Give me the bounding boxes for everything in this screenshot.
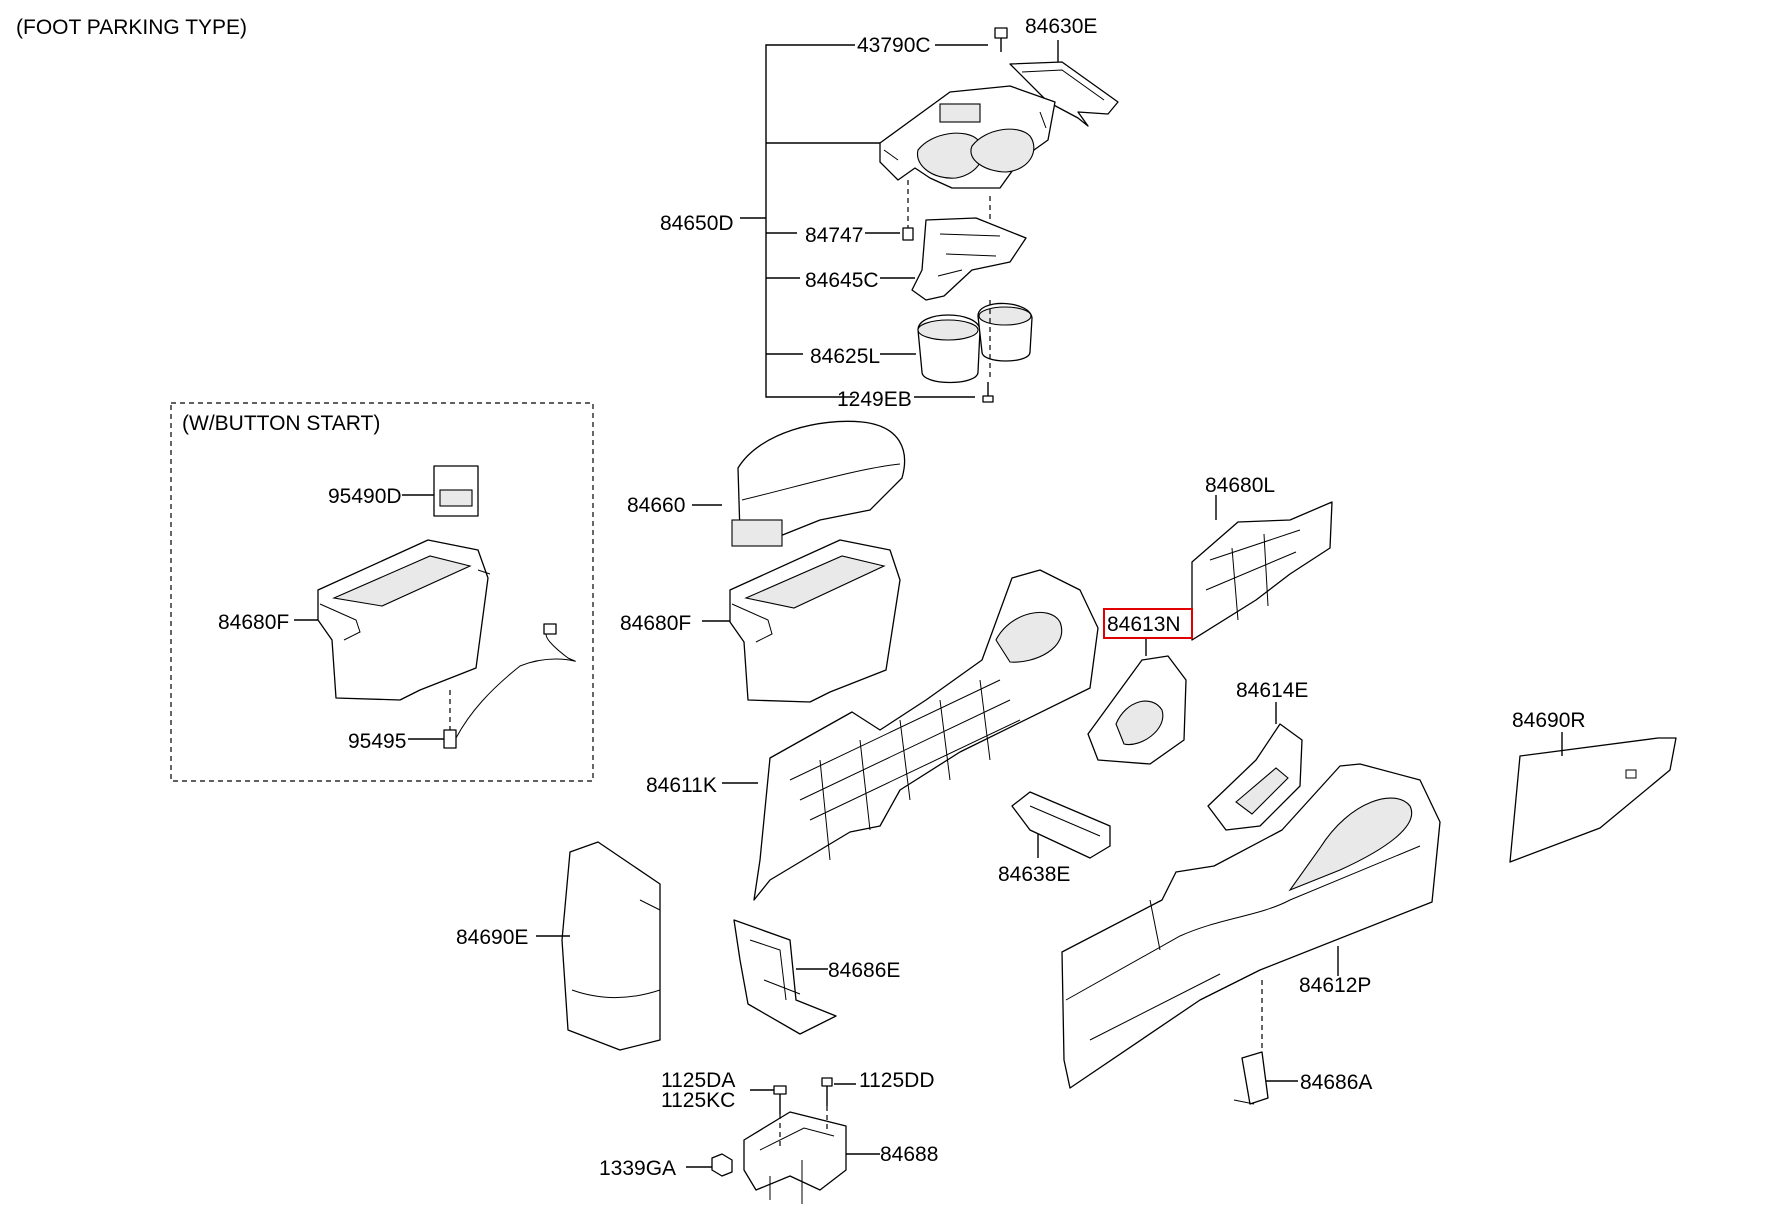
- label-84690E: 84690E: [456, 926, 528, 949]
- bracket-84686E: [733, 919, 837, 1035]
- clip-84747: [902, 180, 914, 241]
- label-84650D: 84650D: [660, 212, 734, 235]
- trim-84630E: [1009, 61, 1119, 127]
- bolt-1125DA: [773, 1085, 787, 1114]
- bracket-84686A: [1233, 1051, 1298, 1105]
- label-1249EB: 1249EB: [837, 388, 912, 411]
- label-84611K: 84611K: [646, 774, 717, 797]
- bracket-84645C: [911, 196, 1027, 301]
- label-84612P: 84612P: [1299, 974, 1371, 997]
- label-84690R: 84690R: [1512, 709, 1586, 732]
- label-95495: 95495: [348, 730, 406, 753]
- label-1125KC: 1125KC: [661, 1089, 735, 1112]
- label-84638E: 84638E: [998, 863, 1070, 886]
- label-84686A: 84686A: [1300, 1071, 1372, 1094]
- wire-95495: [408, 623, 576, 749]
- bracket-84614E: [1207, 702, 1303, 831]
- console-cover-84650D: [879, 85, 1056, 189]
- label-43790C: 43790C: [857, 34, 931, 57]
- screw-1125DD: [821, 1077, 856, 1106]
- knob-43790C: [994, 27, 1008, 52]
- button-start-inset-box: [170, 402, 594, 782]
- armrest-84660: [692, 420, 906, 547]
- trim-84680L: [1191, 495, 1333, 641]
- label-84680L: 84680L: [1205, 474, 1275, 497]
- diagram-title: (FOOT PARKING TYPE): [16, 16, 247, 39]
- inset-title: (W/BUTTON START): [182, 412, 380, 435]
- label-84680F-inset: 84680F: [218, 611, 289, 634]
- side-panel-84611K: [722, 569, 1099, 901]
- trim-84690R: [1509, 732, 1677, 863]
- label-84688: 84688: [880, 1143, 938, 1166]
- storage-box-84680F: [702, 539, 901, 703]
- label-84660: 84660: [627, 494, 685, 517]
- label-84686E: 84686E: [828, 959, 900, 982]
- label-84614E: 84614E: [1236, 679, 1308, 702]
- bracket-84613N: [1087, 638, 1187, 765]
- label-84613N: 84613N: [1107, 613, 1181, 636]
- label-1125DA: 1125DA: [661, 1069, 735, 1092]
- label-84680F: 84680F: [620, 612, 691, 635]
- cover-84690E: [536, 841, 661, 1051]
- nut-1339GA: [686, 1153, 733, 1177]
- label-84625L: 84625L: [810, 345, 880, 368]
- label-95490D: 95490D: [328, 485, 402, 508]
- label-84630E: 84630E: [1025, 15, 1097, 38]
- bracket-84688: [743, 1106, 880, 1204]
- label-84747: 84747: [805, 224, 863, 247]
- screw-1249EB: [982, 382, 994, 403]
- highlight-box-84613N: [1103, 608, 1193, 639]
- cup-holder-84625L: [917, 300, 1033, 384]
- switch-95490D: [402, 465, 479, 517]
- console-84612P: [1061, 763, 1441, 1089]
- label-84645C: 84645C: [805, 269, 879, 292]
- label-1339GA: 1339GA: [599, 1157, 676, 1180]
- label-1125DD: 1125DD: [859, 1069, 935, 1092]
- bracket-84650D: [740, 40, 1059, 398]
- storage-box-84680F-inset: [294, 539, 491, 701]
- bracket-84638E: [1011, 791, 1111, 859]
